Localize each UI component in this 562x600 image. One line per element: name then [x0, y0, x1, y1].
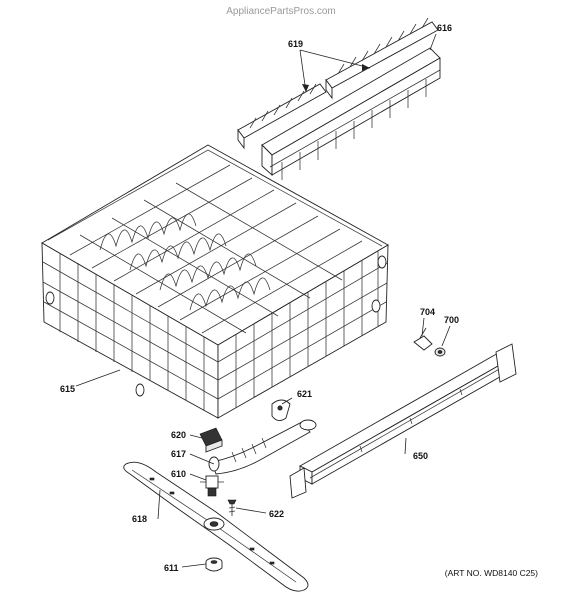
art-number: (ART NO. WD8140 C25) — [445, 568, 538, 578]
leader-lines — [75, 33, 451, 568]
connector-610 — [200, 475, 224, 497]
feed-tube-617 — [208, 419, 317, 475]
label-616: 616 — [437, 23, 452, 33]
label-700: 700 — [444, 315, 459, 325]
nut-611 — [205, 557, 223, 572]
part-labels: 616 619 615 704 700 621 620 617 610 650 … — [60, 23, 459, 573]
label-611: 611 — [164, 563, 179, 573]
clip-621 — [271, 399, 291, 421]
label-622: 622 — [269, 509, 284, 519]
watermark-text: AppliancePartsPros.com — [226, 6, 336, 17]
cap-620 — [199, 427, 223, 453]
label-621: 621 — [297, 389, 312, 399]
label-619: 619 — [288, 39, 303, 49]
label-650: 650 — [413, 451, 428, 461]
tine-row-rails — [237, 17, 441, 180]
label-620: 620 — [171, 430, 186, 440]
label-610: 610 — [171, 469, 186, 479]
label-617: 617 — [171, 449, 186, 459]
clip-700 — [434, 347, 446, 357]
label-618: 618 — [132, 514, 147, 524]
spray-arm-618 — [123, 461, 309, 592]
rack-slide-rail — [289, 343, 517, 499]
label-704: 704 — [420, 307, 435, 317]
label-615: 615 — [60, 384, 75, 394]
rail-stop-704 — [413, 327, 433, 351]
upper-rack-basket — [41, 144, 389, 419]
screw-622 — [227, 499, 237, 516]
